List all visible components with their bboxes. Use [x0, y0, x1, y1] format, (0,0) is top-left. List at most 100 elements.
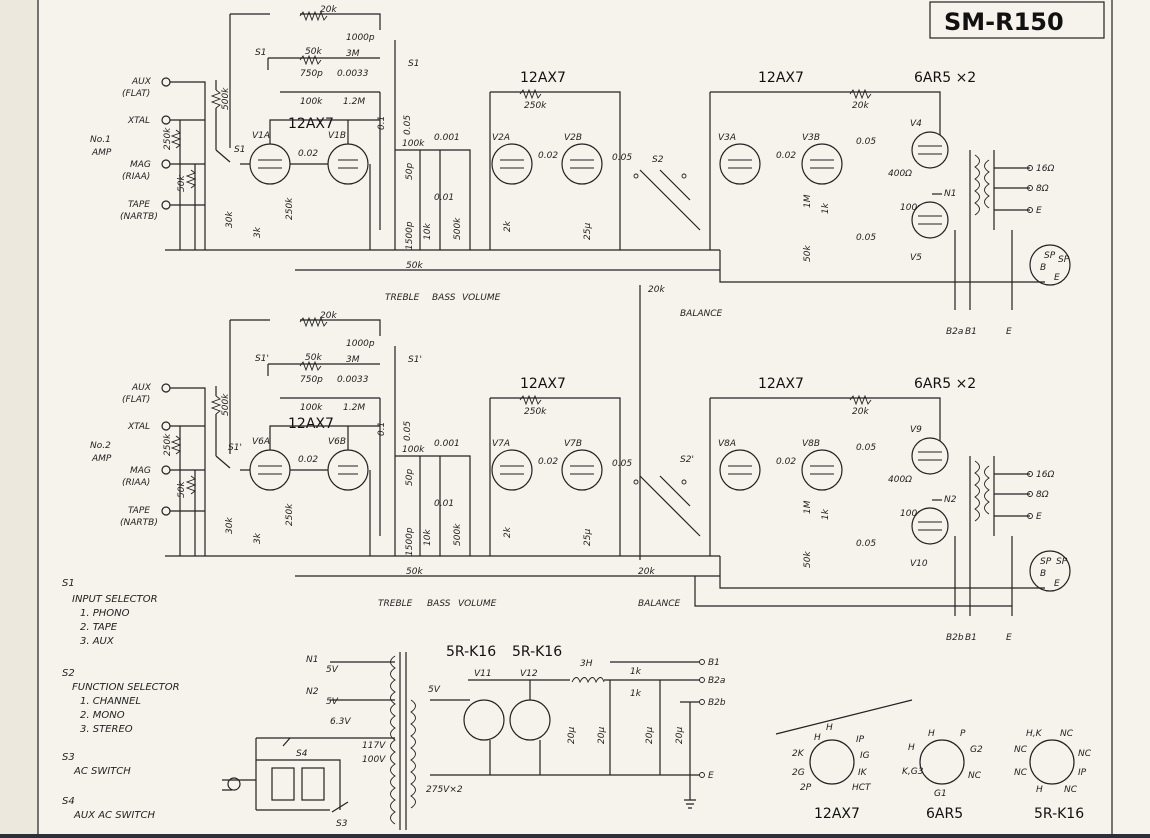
val-1000p-1: 1000p — [346, 33, 375, 43]
rail-b1-1: B1 — [965, 327, 977, 337]
socket-b-1: B — [1040, 263, 1046, 273]
speaker-socket-2 — [1029, 550, 1071, 592]
s2-contact-b-1 — [681, 173, 687, 179]
v-label-v2b: V2B — [564, 133, 582, 143]
jack-mag-2 — [161, 465, 171, 475]
stage1-wires-1 — [240, 92, 381, 250]
pin-12ax7-ip: IP — [856, 735, 865, 745]
resistor-20k-fb-1 — [849, 88, 872, 100]
val-400-2: 400Ω — [888, 475, 912, 485]
input-wires-2 — [170, 387, 206, 556]
stage1-wires-2 — [240, 398, 381, 556]
val-3k-1: 3k — [253, 226, 263, 238]
tube-v9 — [911, 437, 949, 475]
tube-grids-output-1 — [918, 145, 942, 225]
rect-wires — [430, 679, 560, 775]
speaker-socket-1 — [1029, 244, 1071, 286]
v-label-v4: V4 — [910, 119, 922, 129]
val-100u-2: 100μ — [900, 509, 923, 519]
v-label-v8b: V8B — [802, 439, 820, 449]
tap-e-jack-1 — [1027, 207, 1033, 213]
val-50k-fb-1: 50k — [305, 47, 322, 57]
v-label-v1a: V1A — [252, 131, 270, 141]
jack-xtal-1 — [161, 115, 171, 125]
page-left-margin — [0, 0, 38, 834]
nfb-label-2: N2 — [944, 495, 957, 505]
opt-taps-wire-2 — [994, 473, 1030, 517]
tap-8-jack-2 — [1027, 491, 1033, 497]
val-10k-1: 10k — [423, 223, 433, 240]
val-25u-1: 25μ — [583, 223, 593, 240]
tube-stage2-1: 12AX7 — [520, 70, 566, 86]
val-10k-2: 10k — [423, 529, 433, 546]
val-2k-s2-1: 2k — [503, 220, 513, 232]
resistor-20k-top-1 — [299, 10, 328, 22]
ps-r1k-b: 1k — [630, 689, 642, 699]
tube-v3b — [801, 143, 843, 185]
pt-n2: N2 — [306, 687, 319, 697]
input-xtal-2: XTAL — [127, 422, 150, 432]
pinout-12ax7-label: 12AX7 — [814, 806, 860, 822]
rail-e-2: E — [1006, 633, 1012, 643]
tube-stage3-2: 12AX7 — [758, 376, 804, 392]
resistor-250k-in-2 — [170, 435, 182, 455]
v-label-v1b: V1B — [328, 131, 346, 141]
rail-drops-1 — [954, 230, 1013, 310]
tube-v12 — [509, 699, 551, 741]
val-005b-s3-1: 0.05 — [856, 233, 876, 243]
resistor-500k-in-2 — [210, 395, 222, 415]
val-3k-2: 3k — [253, 532, 263, 544]
tube-grids-stage2-2 — [500, 465, 594, 475]
opt-core-2 — [969, 456, 995, 536]
outlet-b — [301, 767, 325, 801]
input-aux-sub-1: (FLAT) — [122, 89, 150, 99]
val-50k-tone-1: 50k — [406, 261, 423, 271]
pin-6ar5-h: H — [928, 729, 935, 739]
channel-1: AUX (FLAT) XTAL MAG (RIAA) TAPE (NARTB) … — [90, 5, 1071, 560]
val-100k-tone-2: 100k — [402, 445, 425, 455]
val-001-1: 0.01 — [434, 193, 454, 203]
legend-s2-item1: 1. CHANNEL — [80, 696, 141, 707]
val-002-s3-1: 0.02 — [776, 151, 796, 161]
val-50k-s3-1: 50k — [803, 245, 813, 262]
tube-v7a — [491, 449, 533, 491]
val-500k-tone-1: 500k — [453, 217, 463, 240]
v-label-v5: V5 — [910, 253, 922, 263]
pin-5rk16-ip: IP — [1078, 768, 1087, 778]
val-1k-s3-1: 1k — [821, 202, 831, 214]
tube-stage3-1: 12AX7 — [758, 70, 804, 86]
rect-tube-label-1: 5R-K16 — [446, 644, 496, 660]
resistor-50k-fb-2 — [299, 360, 322, 372]
opt-primary-2 — [974, 460, 980, 522]
s2-switch-1 — [639, 169, 701, 231]
val-500k-tone-2: 500k — [453, 523, 463, 546]
fb-top-wire-1 — [229, 13, 381, 148]
input-tape-1: TAPE — [128, 200, 150, 210]
val-750p-1: 750p — [300, 69, 323, 79]
pin-12ax7-2g: 2G — [792, 768, 805, 778]
choke-3h — [571, 677, 605, 684]
stage2-fb-wire-2 — [489, 397, 621, 556]
val-01-1: 0.1 — [377, 116, 387, 130]
tube-v6b — [327, 449, 369, 491]
input-aux-1: AUX — [131, 77, 152, 87]
fb-top-wire-2 — [229, 319, 381, 454]
val-002-s2-1: 0.02 — [538, 151, 558, 161]
val-100u-1: 100μ — [900, 203, 923, 213]
val-1500p-2: 1500p — [405, 527, 415, 556]
val-20k-top-1: 20k — [320, 5, 337, 15]
resistor-50k-in-1 — [185, 169, 197, 189]
tube-grids-stage3-1 — [728, 159, 834, 169]
output-tube-2: 6AR5 ×2 — [914, 376, 976, 392]
v-label-v3b: V3B — [802, 133, 820, 143]
pin-6ar5-p: P — [960, 729, 966, 739]
val-50k-in-2: 50k — [177, 481, 187, 498]
jack-mag-1 — [161, 159, 171, 169]
ps-r1k-a: 1k — [630, 667, 642, 677]
val-1M2-2: 1.2M — [343, 403, 365, 413]
pin-5rk16-nc-l1: NC — [1014, 745, 1028, 755]
tube-grids-output-2 — [918, 451, 942, 531]
pt-275v: 275V×2 — [426, 785, 463, 795]
tube-v2b — [561, 143, 603, 185]
tube-v6a — [249, 449, 291, 491]
